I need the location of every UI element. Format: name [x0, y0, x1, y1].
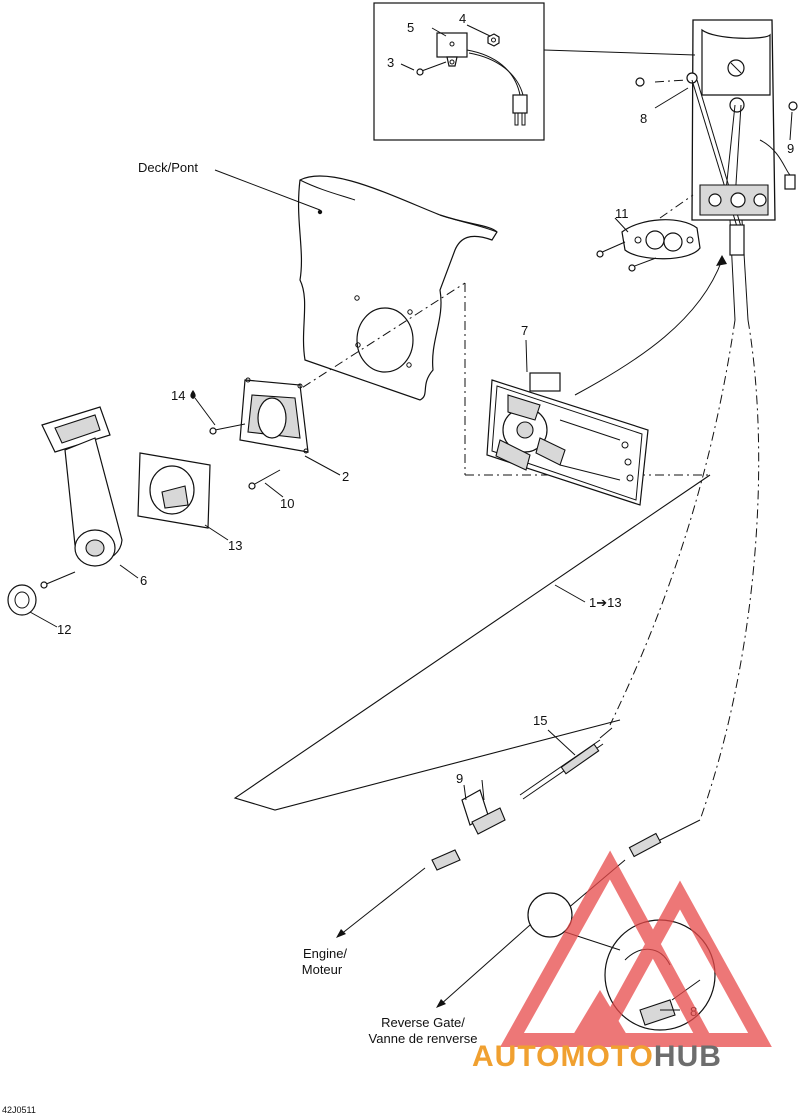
label-part-8-top: 8: [640, 111, 647, 126]
label-part-7: 7: [521, 323, 528, 338]
label-range-1-13: 1➔13: [589, 595, 622, 610]
label-reverse-line2: Vanne de renverse: [369, 1031, 478, 1046]
label-reverse-line1: Reverse Gate/: [381, 1015, 465, 1030]
screw-icon: [416, 68, 424, 76]
label-part-14: 14: [171, 388, 185, 403]
clip-icon: [788, 101, 798, 111]
part-7-mechanism: [486, 372, 649, 506]
figure-code: 42J0511: [2, 1105, 36, 1115]
label-part-4: 4: [459, 11, 466, 26]
nut-icon: [487, 33, 500, 47]
part-2-flange: [209, 377, 309, 490]
label-part-9-top: 9: [787, 141, 794, 156]
detail-circle: [527, 892, 573, 938]
throttle-control-assembly: [635, 19, 798, 321]
part-12-ring: [7, 584, 37, 616]
part-13-bezel: [137, 452, 211, 529]
label-part-15: 15: [533, 713, 547, 728]
screw-icon: [628, 264, 636, 272]
label-part-6: 6: [140, 573, 147, 588]
screw-icon: [40, 581, 48, 589]
screw-icon: [209, 427, 217, 435]
connector-icon: [512, 94, 528, 114]
part-9-fitting: [461, 779, 506, 835]
label-part-11: 11: [615, 206, 629, 221]
mounting-plate: [596, 194, 701, 272]
link-icon: [431, 849, 461, 871]
sensor-inset: [373, 2, 545, 141]
label-part-13: 13: [228, 538, 242, 553]
clip-icon: [635, 77, 645, 87]
screw-icon: [596, 250, 604, 258]
label-part-2: 2: [342, 469, 349, 484]
label-part-5: 5: [407, 20, 414, 35]
label-engine-line2: Moteur: [302, 962, 343, 977]
label-part-3: 3: [387, 55, 394, 70]
label-engine-line1: Engine/: [303, 946, 347, 961]
watermark-logo: [500, 850, 772, 1047]
label-part-9-mid: 9: [456, 771, 463, 786]
label-deck-pont: Deck/Pont: [138, 160, 198, 175]
watermark-text: AUTOMOTOHUB: [472, 1040, 722, 1073]
oil-drop-icon: [190, 390, 196, 399]
deck-panel: [297, 175, 498, 401]
part-15-cable: [519, 727, 613, 800]
label-part-10: 10: [280, 496, 294, 511]
part-6-lever: [40, 406, 123, 589]
sensor-bracket: [436, 32, 468, 58]
screw-icon: [248, 482, 256, 490]
label-part-12: 12: [57, 622, 71, 637]
